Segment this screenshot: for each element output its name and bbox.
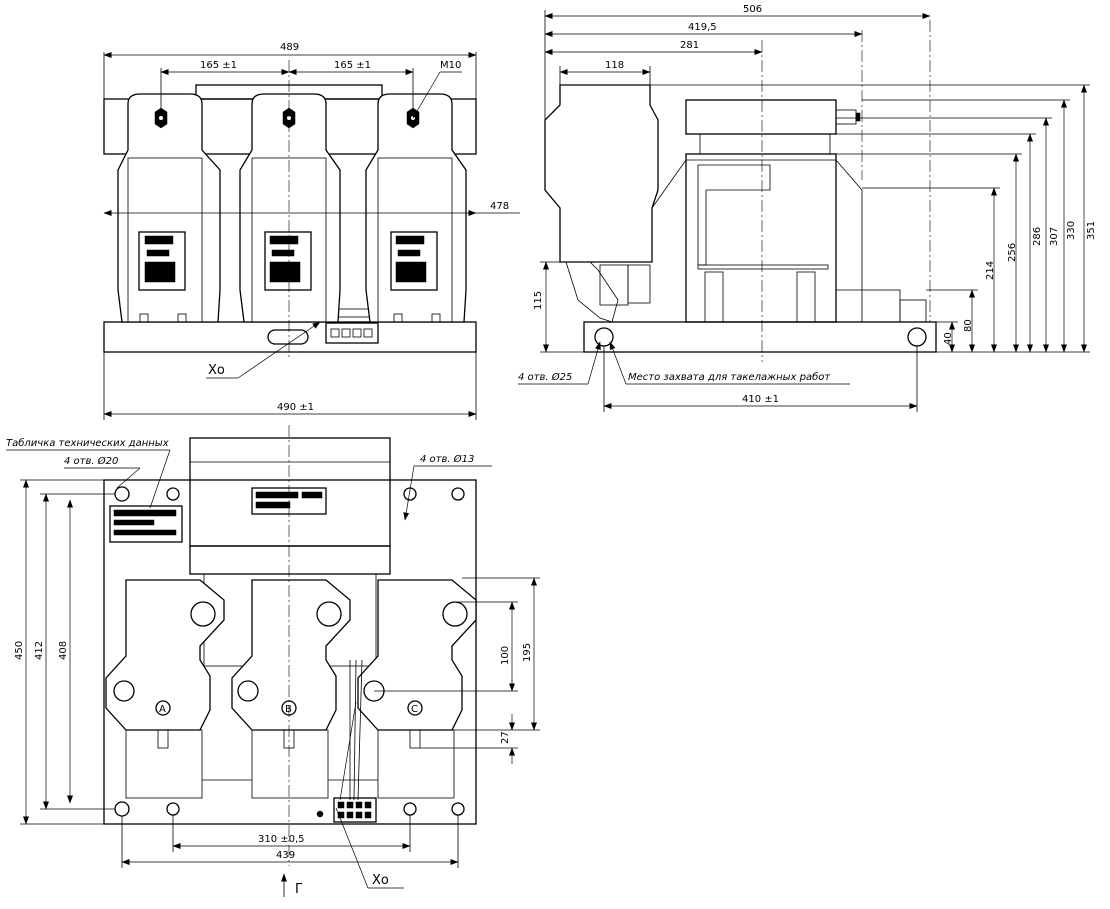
dim-text-165-left: 165 ±1: [200, 60, 237, 71]
side-top-block: [685, 99, 837, 135]
phase-label-b: B: [285, 704, 292, 715]
dim-text-506: 506: [743, 4, 762, 15]
dim-text-281: 281: [680, 40, 699, 51]
thread-label-m10: M10: [440, 60, 461, 71]
dim-text-490: 490 ±1: [277, 402, 314, 413]
dim-text-118: 118: [605, 60, 624, 71]
plan-hole-tl: [114, 486, 130, 502]
dim-text-80: 80: [963, 319, 974, 332]
plan-hole-bl: [114, 801, 130, 817]
plan-hole-tr2: [451, 487, 465, 501]
nameplate-callout: Табличка технических данных: [6, 437, 169, 449]
dim-text-489: 489: [280, 42, 299, 53]
front-base-plate: [103, 321, 477, 353]
plan-nameplate: [109, 505, 183, 543]
plan-pole-a: [105, 579, 225, 799]
side-hole-label: 4 отв. Ø25: [518, 371, 572, 383]
front-pole-a-label-plate: [138, 231, 186, 291]
side-lifting-label: Место захвата для такелажных работ: [628, 371, 831, 383]
front-terminal-strip: [325, 322, 379, 344]
dim-text-410: 410 ±1: [742, 394, 779, 405]
side-main-body: [685, 153, 837, 323]
dim-text-27: 27: [500, 731, 511, 744]
front-pole-c: [365, 93, 467, 323]
dim-text-351: 351: [1086, 221, 1097, 240]
dim-text-115: 115: [533, 291, 544, 310]
view-label-g: Г: [295, 882, 303, 897]
dim-text-419-5: 419,5: [688, 22, 717, 33]
plan-terminal-block: [333, 797, 377, 823]
dim-text-307: 307: [1049, 227, 1060, 246]
dim-text-165-right: 165 ±1: [334, 60, 371, 71]
plan-pole-b: [231, 579, 351, 799]
dim-text-256: 256: [1007, 243, 1018, 262]
front-pole-a: [117, 93, 221, 323]
front-pole-b: [239, 93, 341, 323]
dim-text-330: 330: [1066, 221, 1077, 240]
dim-text-40: 40: [943, 332, 954, 345]
phase-label-a: A: [159, 704, 166, 715]
dim-text-408: 408: [58, 641, 69, 660]
plan-view: A B C Г 450: [6, 425, 540, 897]
side-hole-right: [907, 327, 927, 347]
side-left-housing: [544, 84, 659, 263]
holes-20-callout: 4 отв. Ø20: [64, 455, 118, 467]
front-view: 489 165 ±1 165 ±1 M10 478 490 ±1 Xo: [103, 42, 520, 420]
phase-label-c: C: [411, 704, 418, 715]
dim-text-412: 412: [34, 641, 45, 660]
plan-terminal-label-xo: Xo: [372, 873, 389, 888]
holes-13-callout: 4 отв. Ø13: [420, 453, 474, 465]
dim-text-478: 478: [490, 201, 509, 212]
dim-text-214: 214: [985, 261, 996, 280]
front-slot: [267, 329, 309, 345]
dim-text-450: 450: [14, 641, 25, 660]
plan-base-plate: [103, 479, 477, 825]
front-terminal-label-xo: Xo: [208, 363, 225, 378]
side-base-plate: [583, 321, 937, 353]
dim-text-195: 195: [522, 643, 533, 662]
side-view: 506 419,5 281 118 115 351 330 307 286 2: [518, 4, 1097, 412]
front-pole-c-label-plate: [390, 231, 438, 291]
dim-text-439: 439: [276, 850, 295, 861]
dim-text-310: 310 ±0,5: [258, 834, 305, 845]
dim-text-100: 100: [500, 646, 511, 665]
front-pole-b-label-plate: [264, 231, 312, 291]
dim-text-286: 286: [1032, 227, 1043, 246]
